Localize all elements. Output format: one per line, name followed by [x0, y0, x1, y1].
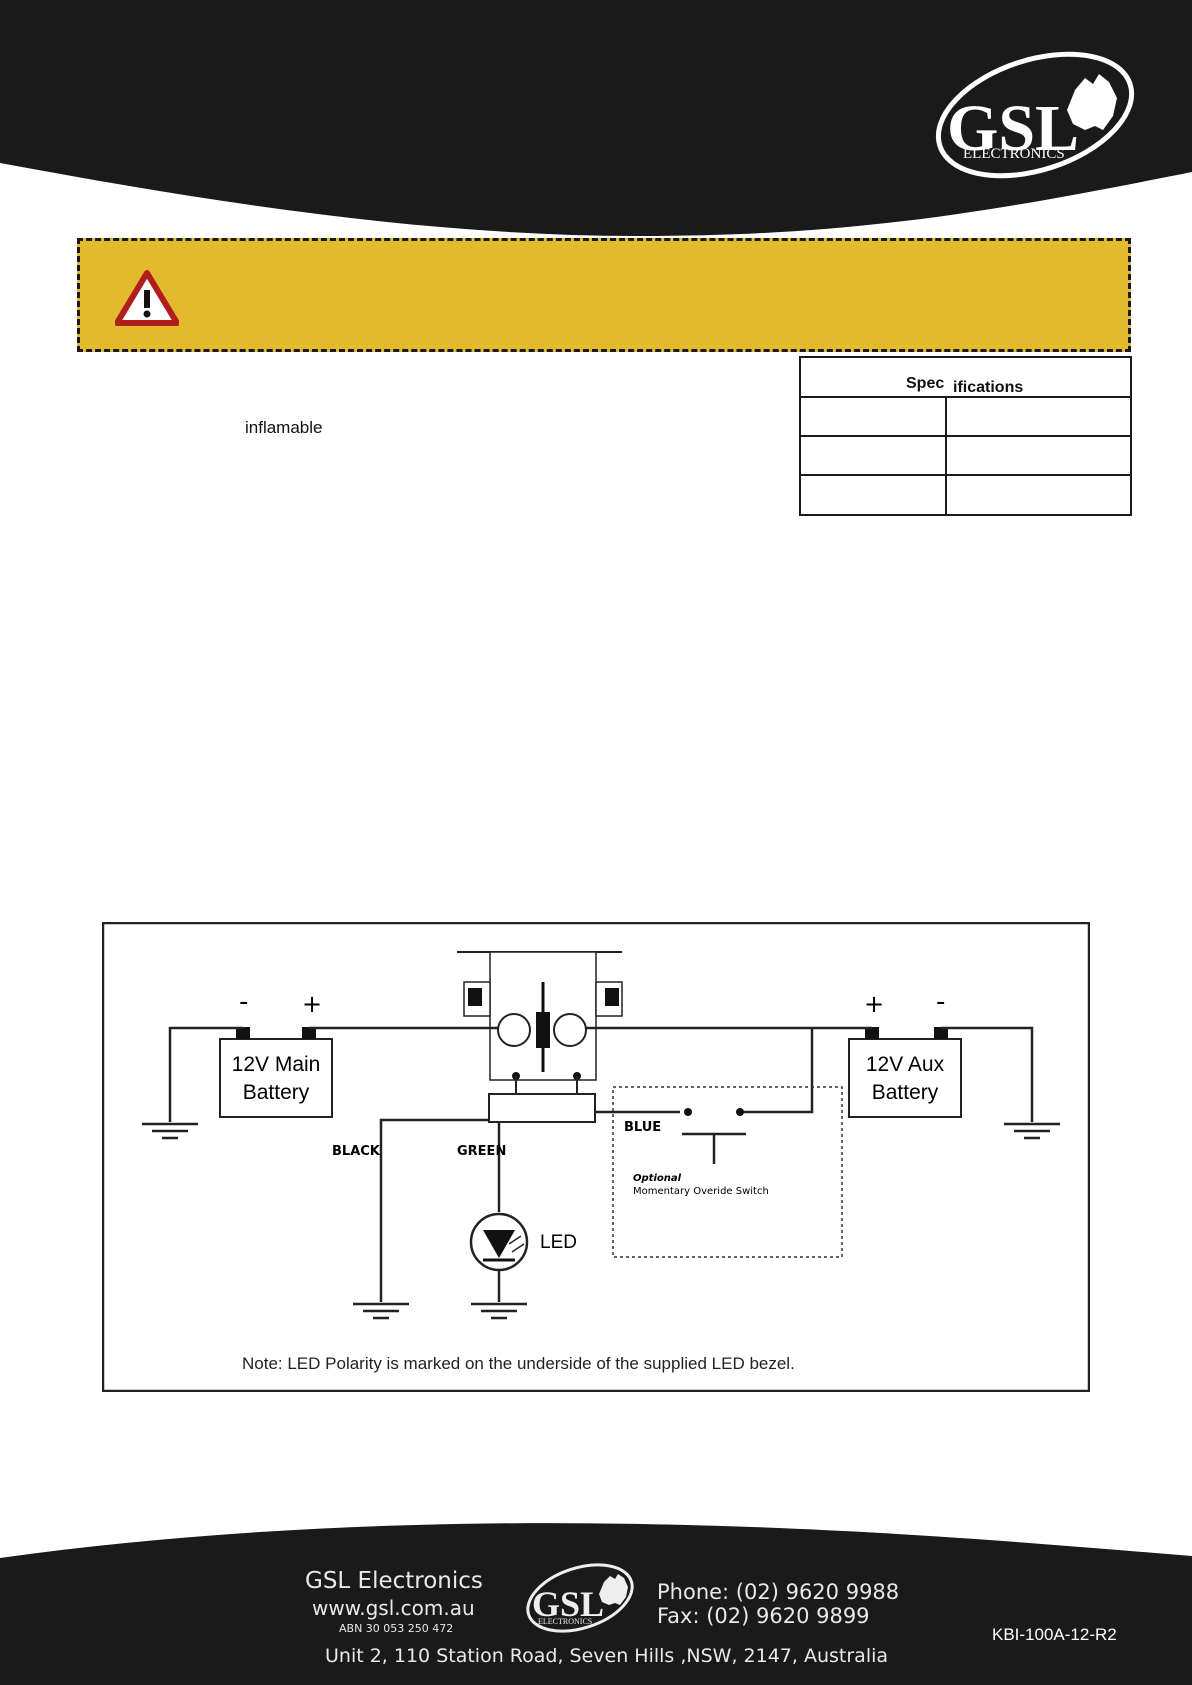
warning-box — [77, 238, 1131, 352]
main-battery-label-2: Battery — [243, 1081, 310, 1104]
document-code: KBI-100A-12-R2 — [992, 1625, 1117, 1644]
wire-label-blue: BLUE — [624, 1120, 661, 1135]
warning-triangle-icon — [115, 270, 179, 326]
wires — [168, 1026, 1034, 1302]
spec-row-label — [801, 398, 947, 435]
footer-logo-subtext: ELECTRONICS — [538, 1617, 592, 1626]
led-label: LED — [540, 1232, 577, 1253]
gsl-logo: GSL ELECTRONICS — [935, 51, 1135, 179]
footer-fax: Fax: (02) 9620 9899 — [657, 1604, 870, 1628]
wire-label-green: GREEN — [457, 1144, 506, 1159]
main-battery-minus: - — [239, 987, 248, 1017]
footer-company: GSL Electronics — [305, 1568, 483, 1594]
header-band — [0, 0, 1192, 236]
footer-gsl-logo: GSL ELECTRONICS — [526, 1563, 634, 1633]
wiring-diagram: - + 12V Main Battery + - 12V Aux Battery — [102, 922, 1090, 1392]
isolator-relay — [457, 951, 623, 1123]
wire-label-black: BLACK — [332, 1144, 381, 1159]
footer-band — [0, 1523, 1192, 1685]
specifications-header: Spec ifications — [801, 358, 1130, 398]
footer-address: Unit 2, 110 Station Road, Seven Hills ,N… — [325, 1645, 889, 1667]
aux-battery-label-1: 12V Aux — [866, 1053, 945, 1076]
footer-abn: ABN 30 053 250 472 — [339, 1622, 454, 1635]
body-text-inflamable: inflamable — [245, 418, 323, 437]
logo-text: GSL — [947, 92, 1079, 165]
aux-battery-plus: + — [864, 990, 884, 1018]
optional-switch-group — [612, 1086, 843, 1258]
optional-desc: Momentary Overide Switch — [633, 1186, 769, 1197]
ground-symbols — [142, 1122, 1060, 1320]
spec-row — [801, 476, 1130, 515]
led-icon — [469, 1212, 529, 1302]
footer-logo-text: GSL — [532, 1584, 604, 1624]
aux-battery: + - 12V Aux Battery — [848, 987, 962, 1118]
aux-battery-minus: - — [936, 987, 945, 1017]
spec-title-part2: ifications — [953, 379, 1024, 396]
main-battery: - + 12V Main Battery — [219, 987, 333, 1118]
spec-row — [801, 398, 1130, 437]
specifications-table: Spec ifications — [799, 356, 1132, 516]
spec-row-label — [801, 476, 947, 515]
main-battery-plus: + — [302, 990, 322, 1018]
aux-battery-label-2: Battery — [872, 1081, 939, 1104]
spec-row — [801, 437, 1130, 476]
diagram-note: Note: LED Polarity is marked on the unde… — [242, 1354, 795, 1373]
footer-website[interactable]: www.gsl.com.au — [312, 1596, 475, 1620]
spec-title-part1: Spec — [906, 375, 945, 392]
logo-subtext: ELECTRONICS — [963, 146, 1065, 162]
footer-phone: Phone: (02) 9620 9988 — [657, 1580, 900, 1604]
optional-title: Optional — [633, 1173, 682, 1184]
main-battery-label-1: 12V Main — [232, 1053, 321, 1076]
spec-row-label — [801, 437, 947, 474]
